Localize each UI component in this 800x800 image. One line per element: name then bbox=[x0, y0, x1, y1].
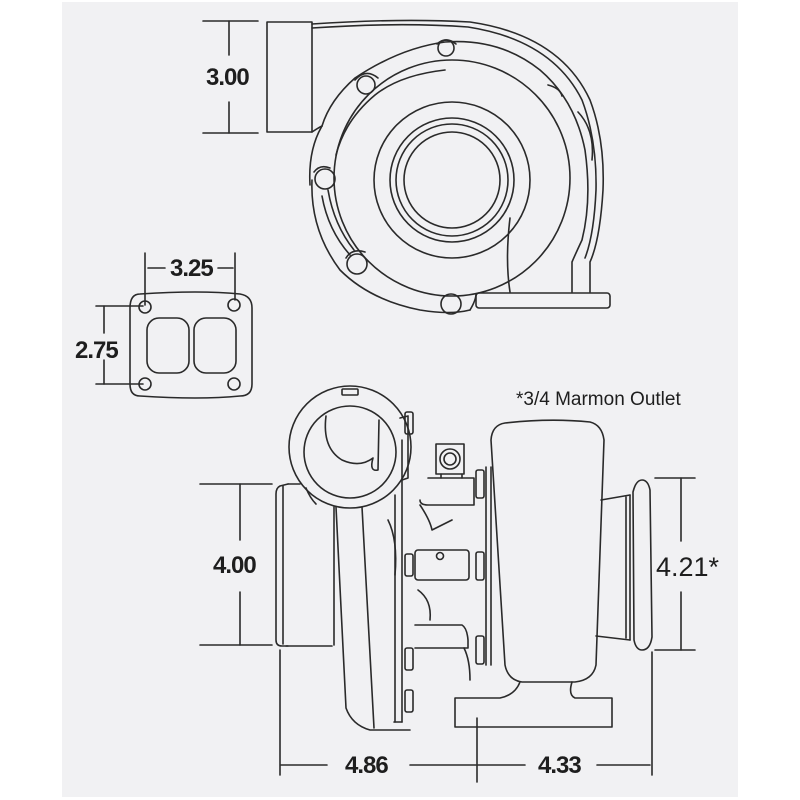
turbine-inlet-flange bbox=[95, 252, 253, 399]
turbine-housing bbox=[490, 419, 605, 683]
dimension-flange-height: 2.75 bbox=[75, 337, 119, 364]
compressor-front-view bbox=[202, 19, 611, 315]
marmon-outlet-note: *3/4 Marmon Outlet bbox=[516, 389, 681, 410]
compressor-outlet-pipe bbox=[266, 21, 313, 133]
compressor-outlet-circle bbox=[288, 385, 412, 509]
flange-plate bbox=[129, 291, 253, 399]
marmon-flange bbox=[632, 479, 653, 651]
dimension-compressor-length: 4.86 bbox=[345, 752, 389, 779]
dimension-turbine-length: 4.33 bbox=[538, 752, 582, 779]
dimension-turbine-outlet: 4.21* bbox=[656, 552, 720, 582]
drawing-panel bbox=[62, 2, 738, 797]
flange-port-left bbox=[146, 317, 190, 374]
side-view bbox=[199, 385, 696, 783]
dimension-line-compressor-outlet bbox=[202, 20, 259, 134]
dimension-flange-width: 3.25 bbox=[170, 255, 214, 282]
compressor-foot-flange bbox=[475, 292, 611, 309]
dimension-compressor-outlet: 3.00 bbox=[206, 64, 250, 91]
volute-outer bbox=[311, 19, 605, 293]
oil-fitting bbox=[435, 443, 465, 475]
dimension-compressor-inlet: 4.00 bbox=[213, 552, 257, 579]
flange-port-right bbox=[193, 317, 237, 374]
